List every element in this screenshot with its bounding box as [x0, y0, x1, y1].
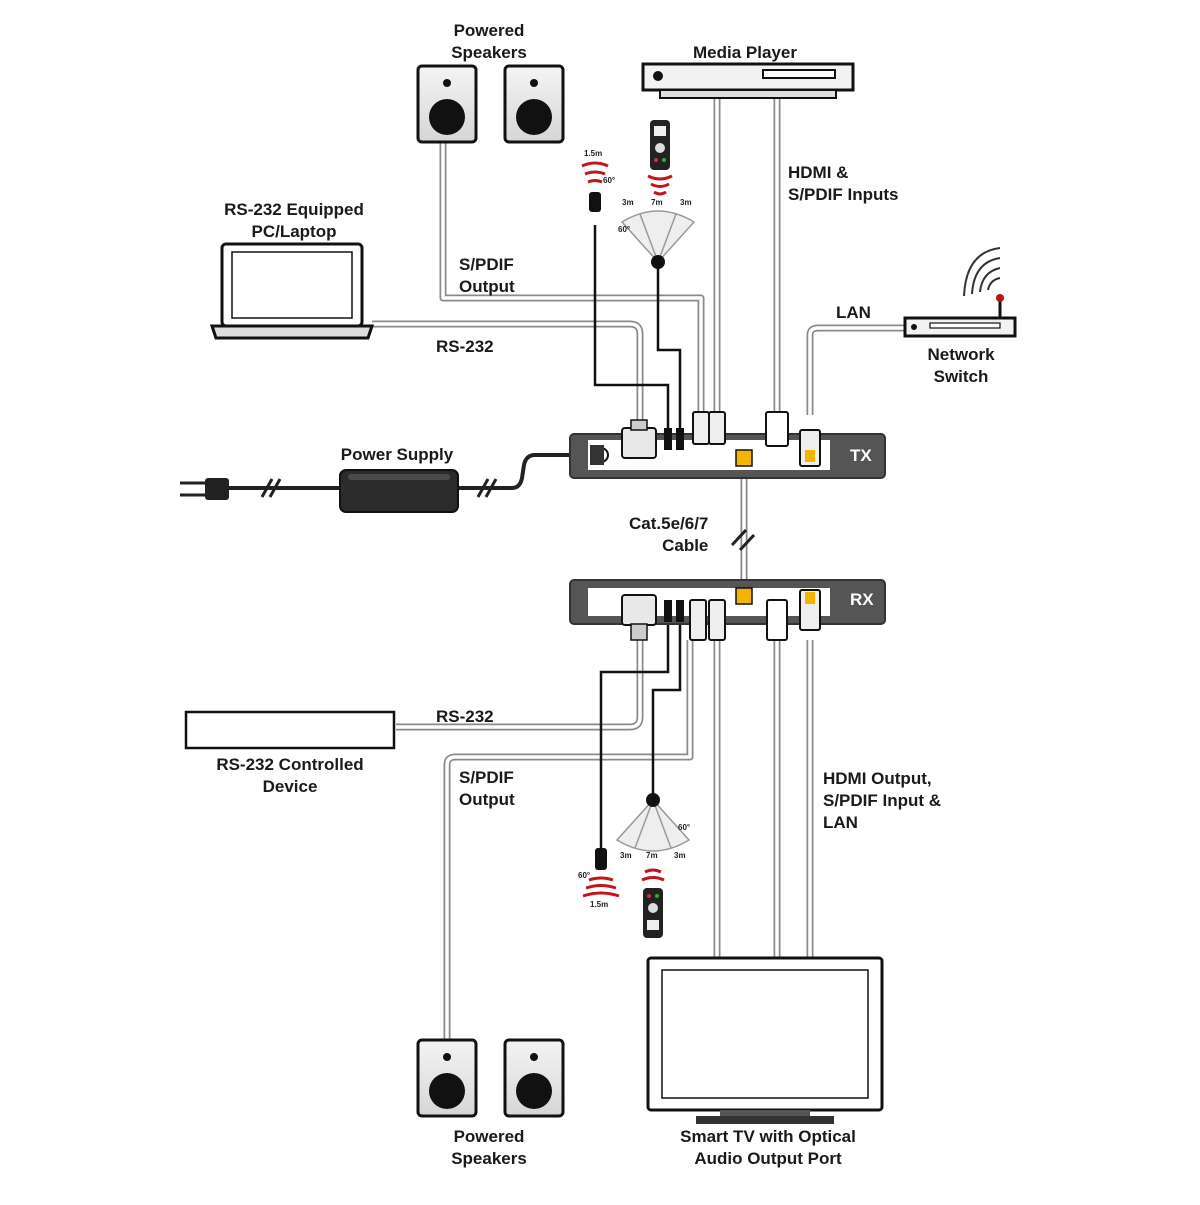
spdif-connector — [689, 599, 707, 641]
power-supply-label: Power Supply — [340, 445, 454, 464]
network-switch-icon — [903, 247, 1017, 338]
ir-range-label: 3m — [680, 198, 692, 207]
spdif-output-bottom-label: S/PDIF Output — [459, 768, 515, 809]
lan-label: LAN — [836, 303, 871, 322]
smart-tv-label: Smart TV with Optical Audio Output Port — [680, 1127, 856, 1168]
cat-cable-label: Cat.5e/6/7 Cable — [629, 514, 709, 555]
laptop-icon — [209, 242, 375, 340]
hdmi-connector — [708, 599, 726, 641]
ir-range-label: 1.5m — [590, 900, 608, 909]
powered-speaker-icon — [416, 64, 478, 144]
spdif-connector — [692, 411, 710, 445]
ir-range-label: 3m — [622, 198, 634, 207]
ir-angle-label: 60° — [603, 176, 615, 185]
ir-emitter-icon — [578, 160, 612, 212]
rs232-device-icon — [184, 710, 396, 750]
smart-tv-icon — [646, 956, 884, 1124]
ir-receiver-icon — [620, 210, 696, 269]
ir-angle-label: 60° — [578, 871, 590, 880]
powered-speaker-icon — [416, 1038, 478, 1118]
hdbaset-port — [735, 587, 753, 605]
tx-label: TX — [850, 446, 872, 465]
rs232-pc-label: RS-232 Equipped PC/Laptop — [224, 200, 364, 241]
hdmi-spdif-inputs-label: HDMI & S/PDIF Inputs — [788, 163, 899, 204]
media-player-icon — [641, 62, 855, 99]
spdif-out-connector — [766, 599, 788, 641]
media-player-label: Media Player — [693, 43, 797, 62]
rs232-top-label: RS-232 — [436, 337, 494, 356]
ir-range-label: 7m — [646, 851, 658, 860]
powered-speaker-icon — [503, 64, 565, 144]
powered-speakers-bottom-label: Powered Speakers — [451, 1127, 527, 1168]
rx-unit — [569, 579, 886, 641]
hdmi-connector — [708, 411, 726, 445]
ir-angle-label: 60° — [618, 225, 630, 234]
spdif-in-connector — [765, 411, 789, 447]
ir-emitter-icon — [582, 848, 620, 898]
ir-range-label: 7m — [651, 198, 663, 207]
rs232-connector — [621, 594, 657, 626]
ir-range-label: 3m — [620, 851, 632, 860]
hdbaset-port — [735, 449, 753, 467]
rs232-connector — [621, 427, 657, 459]
ir-range-label: 3m — [674, 851, 686, 860]
network-switch-label: Network Switch — [927, 345, 995, 386]
powered-speaker-icon — [503, 1038, 565, 1118]
ir-receiver-icon — [615, 793, 691, 852]
power-cable — [228, 453, 590, 490]
ir-cables — [593, 225, 682, 852]
spdif-output-top-label: S/PDIF Output — [459, 255, 515, 296]
remote-control-icon — [641, 868, 665, 938]
power-supply-icon — [180, 469, 459, 513]
ir-angle-label: 60° — [678, 823, 690, 832]
tx-unit — [569, 411, 886, 479]
rs232-bottom-label: RS-232 — [436, 707, 494, 726]
rx-label: RX — [850, 590, 874, 609]
powered-speakers-top-label: Powered Speakers — [451, 21, 527, 62]
rs232-controlled-label: RS-232 Controlled Device — [216, 755, 364, 796]
remote-control-icon — [647, 120, 673, 196]
hdmi-output-label: HDMI Output, S/PDIF Input & LAN — [823, 769, 942, 832]
ir-range-label: 1.5m — [584, 149, 602, 158]
